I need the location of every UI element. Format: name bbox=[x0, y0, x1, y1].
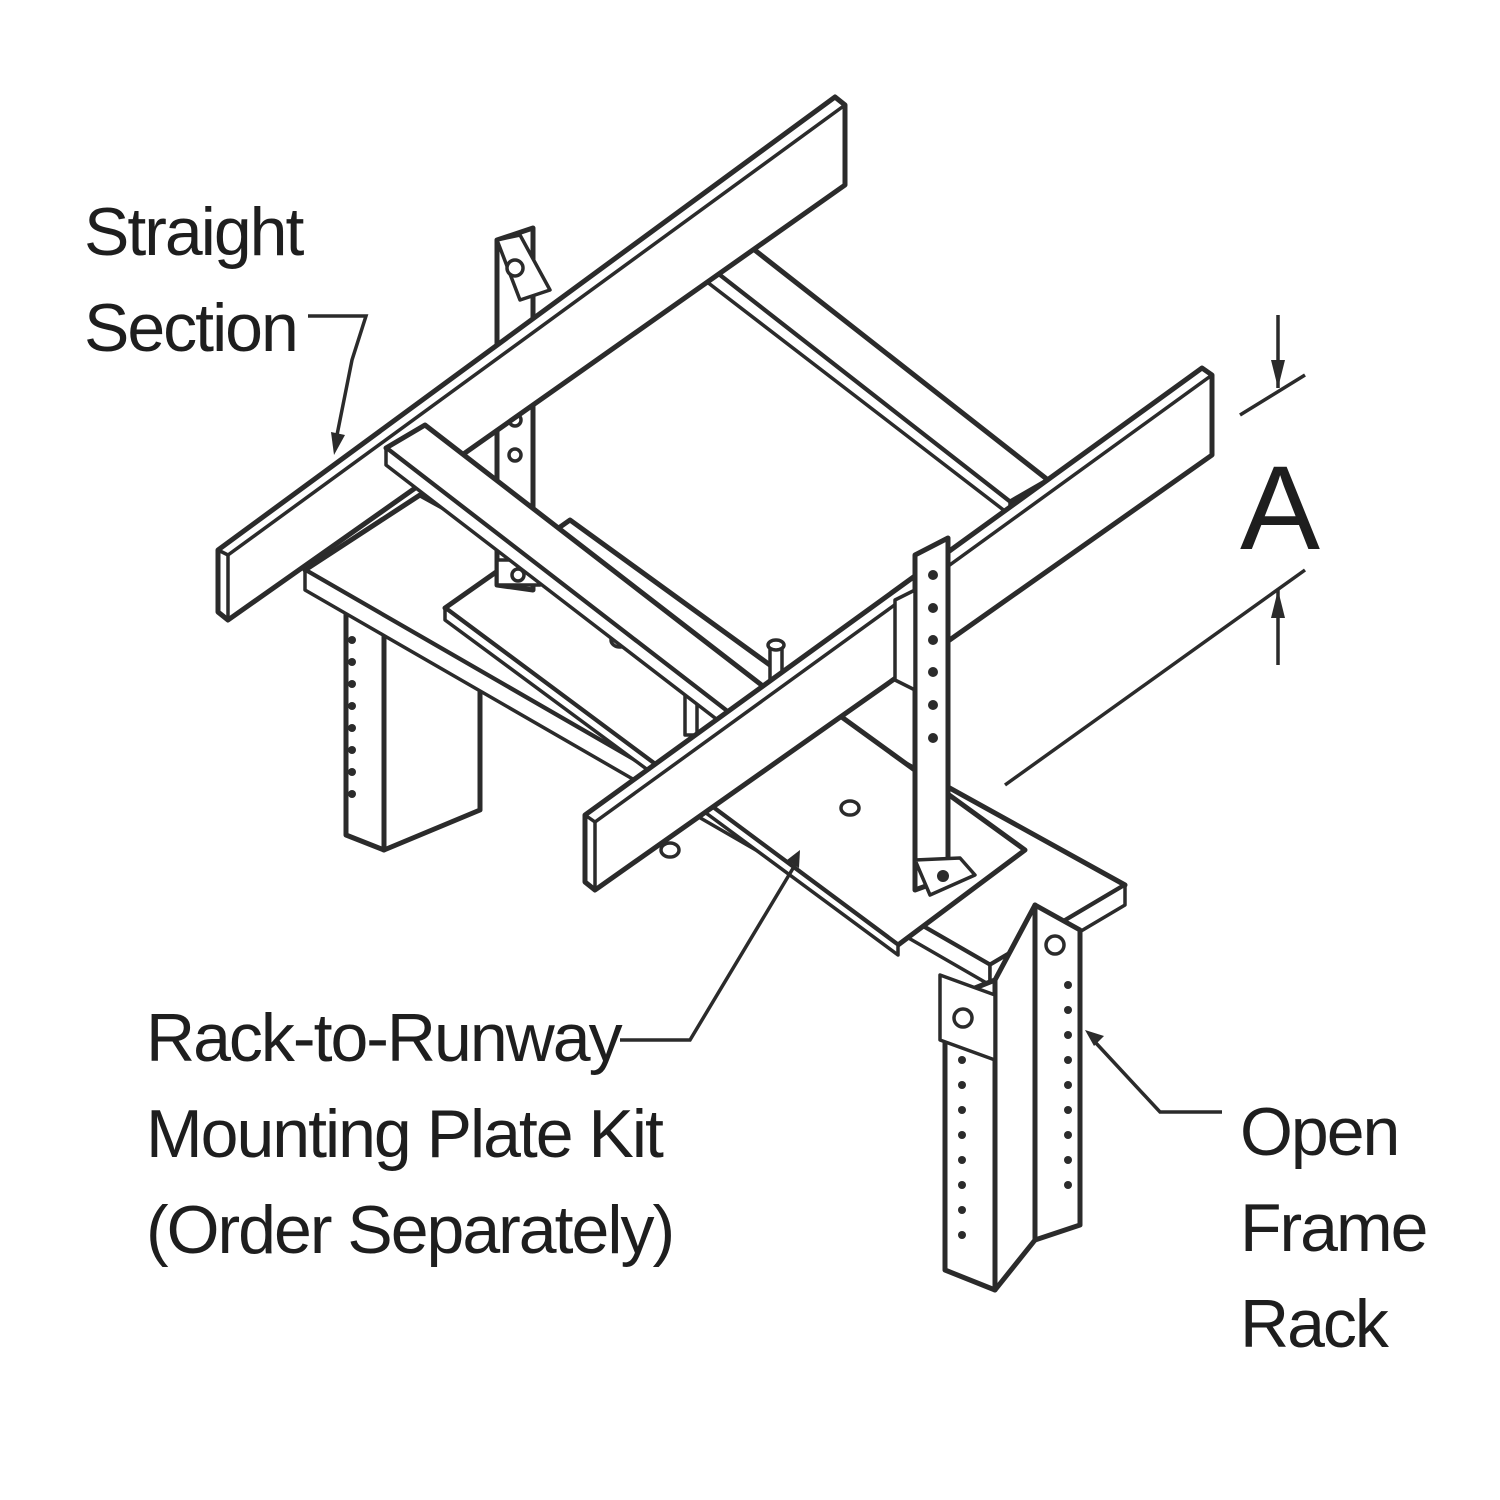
open-frame-rack-label: Open Frame Rack bbox=[1240, 1084, 1428, 1372]
straight-section-line-1: Straight bbox=[84, 194, 304, 270]
straight-section-line-2: Section bbox=[84, 290, 299, 366]
front-bracket bbox=[893, 535, 977, 897]
straight-section-label: Straight Section bbox=[84, 184, 304, 376]
front-upright-holes bbox=[958, 981, 1072, 1239]
mounting-plate-line-2: Mounting Plate Kit bbox=[146, 1096, 664, 1172]
leader-open-frame-rack bbox=[1085, 1030, 1222, 1114]
open-frame-rack-line-1: Open bbox=[1240, 1094, 1400, 1170]
rack-upright-front bbox=[938, 902, 1083, 1293]
mounting-plate-line-3: (Order Separately) bbox=[146, 1192, 675, 1268]
ladder-rail-rear bbox=[215, 94, 848, 623]
mounting-plate-label: Rack-to-Runway Mounting Plate Kit (Order… bbox=[146, 990, 675, 1278]
dimension-a bbox=[1003, 315, 1307, 787]
leader-straight-section bbox=[308, 314, 369, 455]
dimension-a-label: A bbox=[1240, 441, 1321, 575]
upright-holes bbox=[348, 636, 356, 798]
open-frame-rack-line-2: Frame bbox=[1240, 1190, 1428, 1266]
leader-mounting-plate bbox=[620, 850, 800, 1042]
open-frame-rack-line-3: Rack bbox=[1240, 1286, 1389, 1362]
mounting-plate-line-1: Rack-to-Runway bbox=[146, 1000, 623, 1076]
